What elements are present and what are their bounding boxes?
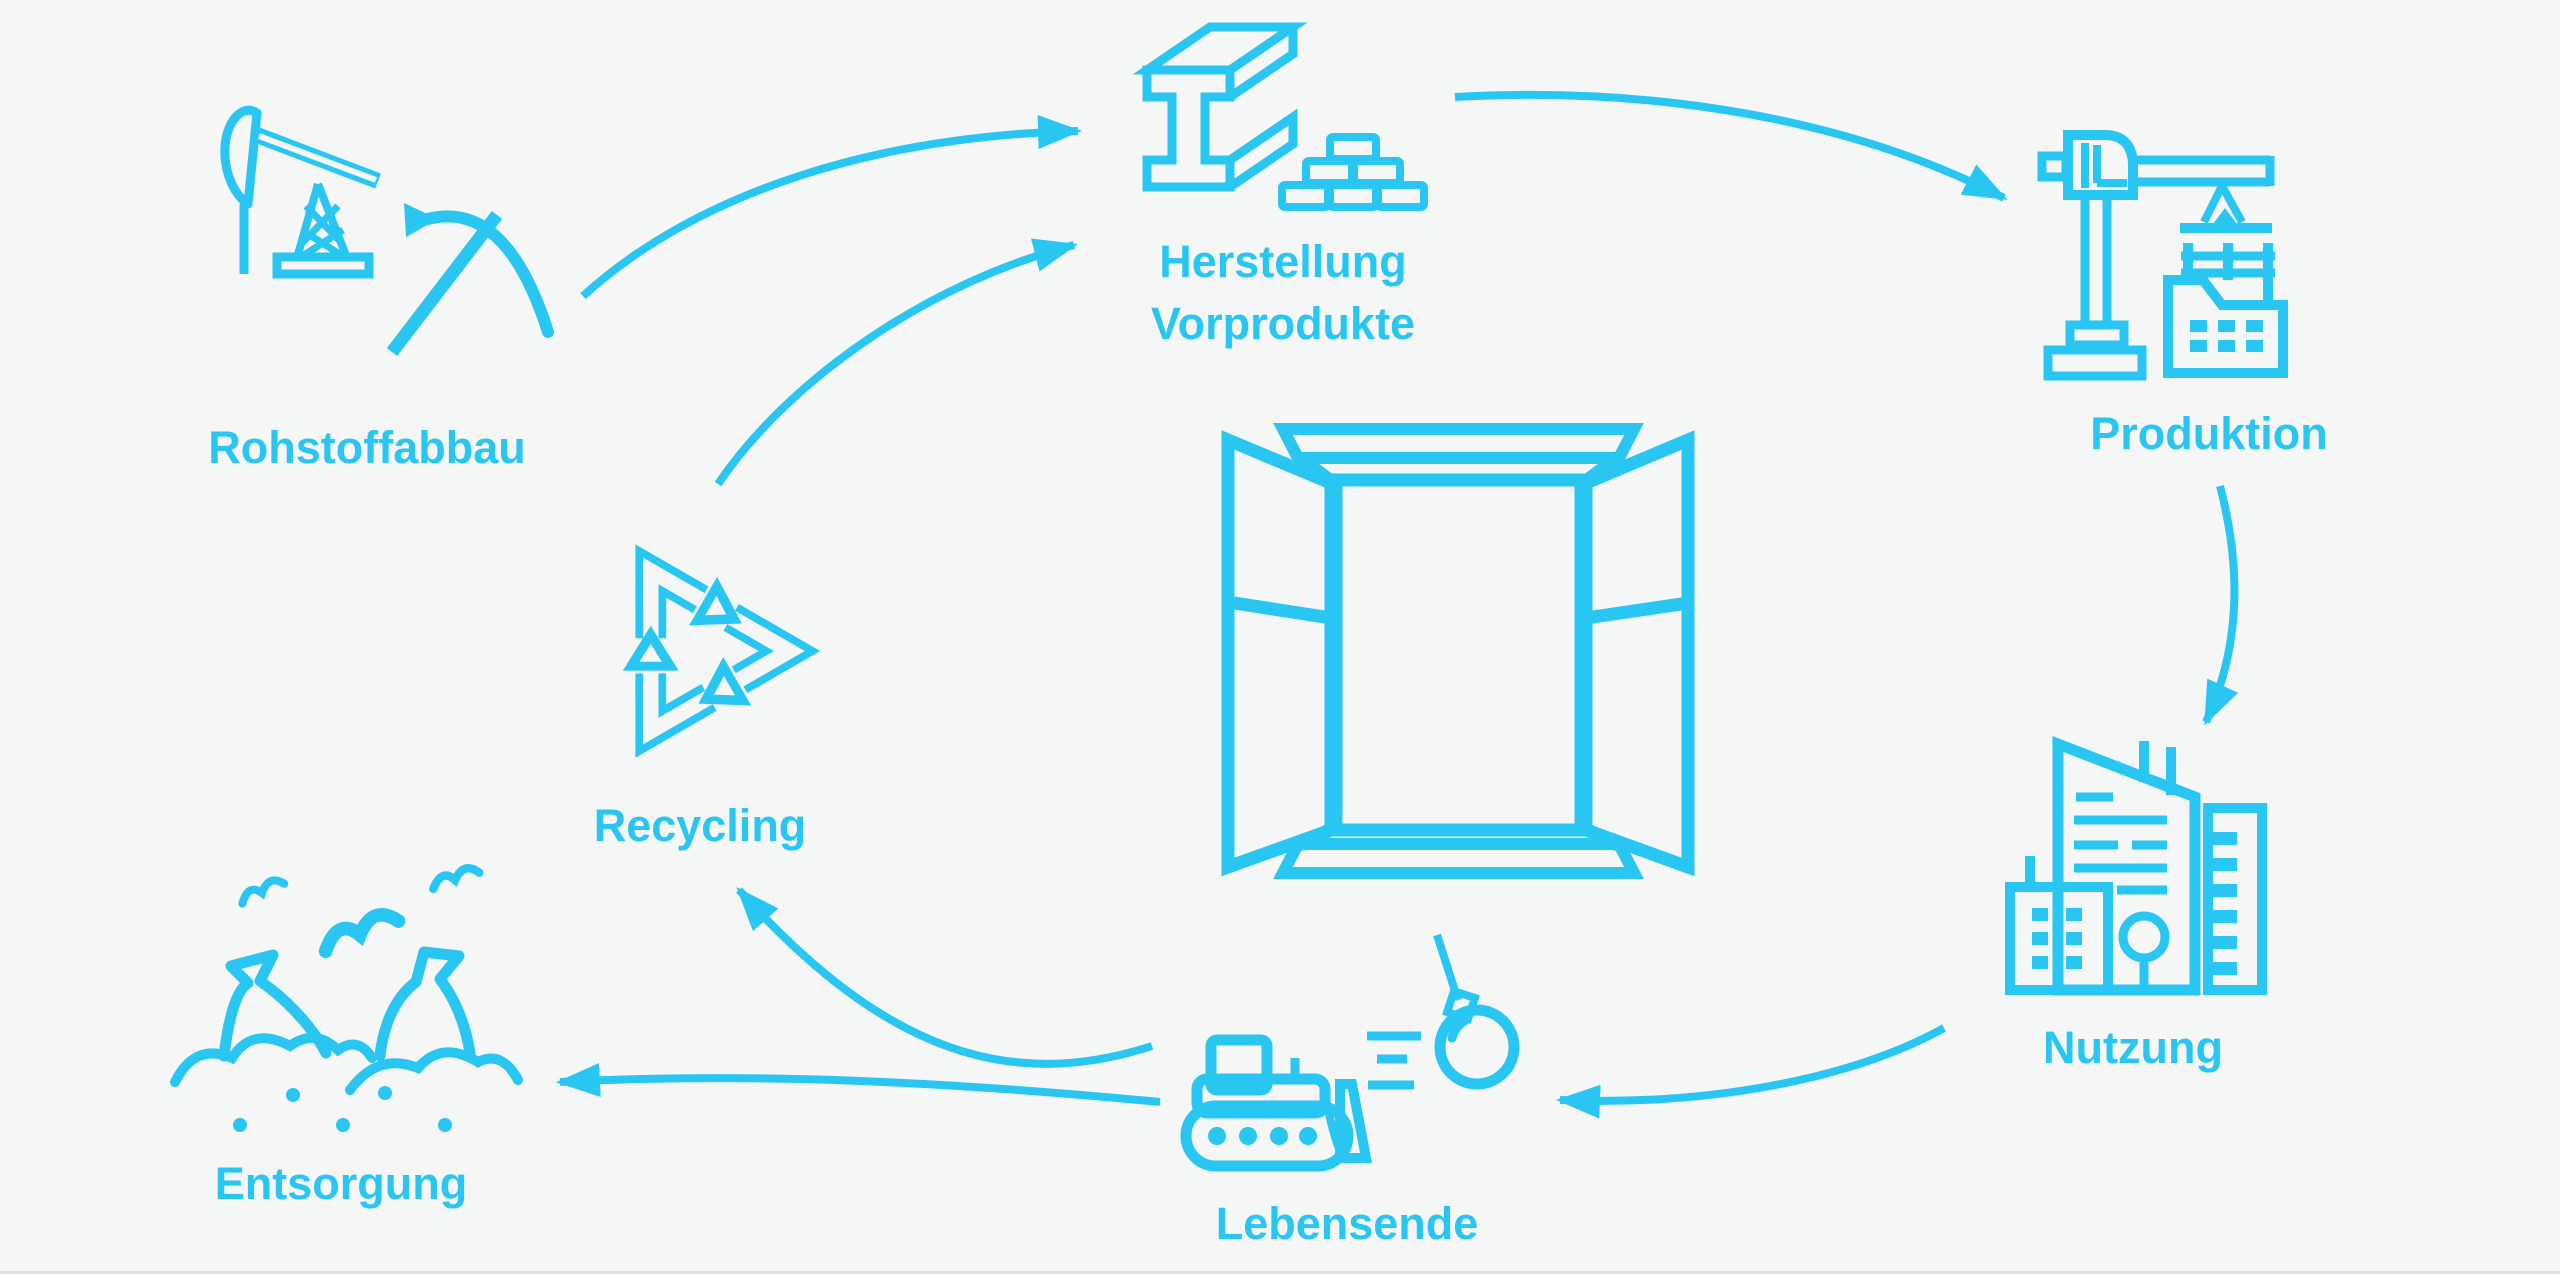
oil-pump-icon — [220, 105, 381, 279]
arrow-rohstoffabbau-to-herstellung — [580, 115, 1082, 299]
label-rohstoffabbau: Rohstoffabbau — [208, 422, 526, 473]
oil-pump-and-pickaxe-icon — [220, 105, 554, 356]
steel-beam-and-bricks-icon — [1132, 22, 1428, 211]
label-herstellung-line1: Herstellung — [1159, 236, 1407, 287]
bulldozer-icon — [1180, 1034, 1373, 1172]
label-nutzung: Nutzung — [2043, 1022, 2223, 1073]
label-lebensende: Lebensende — [1215, 1198, 1479, 1249]
crane-icon — [2037, 130, 2275, 381]
bricks-icon — [1278, 133, 1428, 211]
factory-icon — [2163, 243, 2288, 378]
label-entsorgung: Entsorgung — [214, 1158, 468, 1209]
birds-icon — [238, 866, 480, 951]
landfill-icon — [170, 866, 523, 1132]
construction-crane-icon — [2037, 130, 2288, 381]
wrecking-ball-icon — [1367, 933, 1520, 1090]
steel-beam-icon — [1132, 22, 1308, 192]
arrow-herstellung-to-produktion — [1454, 90, 2008, 202]
trash-bags-icon — [218, 946, 476, 1062]
arrow-nutzung-to-lebensende — [1556, 1024, 1946, 1119]
label-recycling: Recycling — [593, 800, 807, 851]
recycling-arrows-icon — [569, 523, 818, 764]
arrow-produktion-to-nutzung — [2202, 484, 2239, 726]
arrow-recycling-to-herstellung — [714, 238, 1078, 487]
arrow-lebensende-to-recycling — [736, 887, 1154, 1068]
bottom-divider — [0, 1271, 2560, 1274]
label-herstellung-vorprodukte: Herstellung Vorprodukte — [1151, 231, 1415, 355]
bulldozer-and-wrecking-ball-icon — [1180, 933, 1520, 1172]
label-produktion: Produktion — [2090, 408, 2328, 459]
open-window-icon — [1221, 423, 1695, 879]
waste-mound-icon — [170, 1033, 523, 1132]
pickaxe-icon — [386, 203, 554, 356]
city-buildings-icon — [2005, 735, 2267, 996]
edge-arrows — [556, 90, 2239, 1119]
label-herstellung-line2: Vorprodukte — [1150, 298, 1416, 349]
arrow-lebensende-to-entsorgung — [556, 1062, 1161, 1106]
